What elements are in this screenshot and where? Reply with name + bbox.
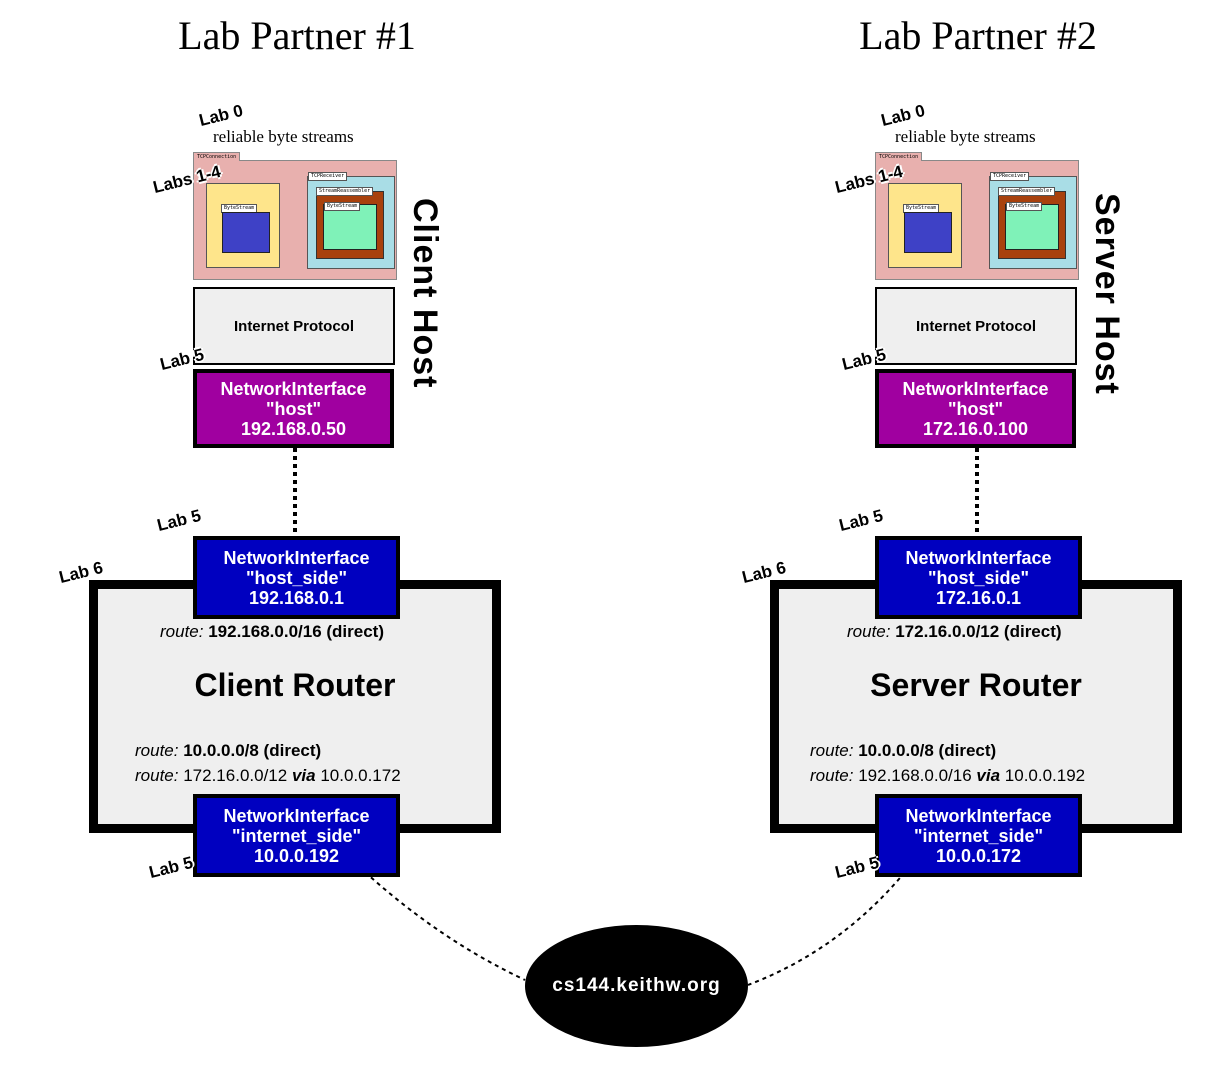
internet-server-node: cs144.keithw.org — [525, 925, 748, 1047]
tcp-receiver-label: TCPReceiver — [990, 172, 1030, 181]
route-gateway: 10.0.0.192 — [1004, 766, 1086, 785]
route-via-word: via — [291, 766, 316, 785]
route-value: 172.16.0.0/12 (direct) — [895, 622, 1062, 641]
tcp-connection-box: TCPConnection ByteStream TCPReceiver Str… — [875, 152, 1079, 280]
server-host-side-interface: NetworkInterface "host_side" 172.16.0.1 — [875, 536, 1082, 619]
stream-reassembler-label: StreamReassembler — [316, 187, 374, 196]
partner-2-title: Lab Partner #2 — [859, 13, 1097, 58]
stream-reassembler-box: StreamReassembler ByteStream — [998, 187, 1066, 259]
partner-1-title: Lab Partner #1 — [178, 13, 416, 58]
server-internet-link — [747, 871, 906, 986]
ni-title: NetworkInterface — [220, 378, 367, 399]
route-via-word: via — [976, 766, 1001, 785]
client-route-via: route: 172.16.0.0/12 via 10.0.0.172 — [135, 766, 401, 786]
ni-name: "host_side" — [245, 567, 348, 588]
internet-protocol-box: Internet Protocol — [875, 287, 1077, 365]
server-route-direct-host: route: 172.16.0.0/12 (direct) — [847, 622, 1062, 642]
tcp-receiver-label: TCPReceiver — [308, 172, 348, 181]
stack-subtitle: reliable byte streams — [895, 127, 1036, 146]
reassembler-bytestream-label: ByteStream — [324, 202, 361, 211]
route-label: route: — [135, 766, 179, 785]
ni-name: "internet_side" — [231, 825, 362, 846]
ni-title: NetworkInterface — [905, 805, 1052, 826]
stream-reassembler-label: StreamReassembler — [998, 187, 1056, 196]
route-label: route: — [160, 622, 204, 641]
server-host-label: Server Host — [1088, 193, 1126, 395]
tcp-receiver-box: TCPReceiver StreamReassembler ByteStream — [989, 172, 1077, 269]
stream-reassembler-box: StreamReassembler ByteStream — [316, 187, 384, 259]
reassembler-bytestream-square: ByteStream — [323, 202, 377, 250]
server-internet-side-interface: NetworkInterface "internet_side" 10.0.0.… — [875, 794, 1082, 877]
server-host-interface: NetworkInterface "host" 172.16.0.100 — [875, 369, 1076, 448]
server-route-direct-internet: route: 10.0.0.0/8 (direct) — [810, 741, 996, 761]
tcp-connection-box: TCPConnection ByteStream TCPReceiver Str… — [193, 152, 397, 280]
stack-subtitle: reliable byte streams — [213, 127, 354, 146]
bytestream-square — [904, 212, 952, 253]
internet-protocol-box: Internet Protocol — [193, 287, 395, 365]
route-value: 10.0.0.0/8 (direct) — [183, 741, 322, 760]
route-prefix: 192.168.0.0/16 — [858, 766, 972, 785]
ni-title: NetworkInterface — [223, 805, 370, 826]
client-host-label: Client Host — [406, 198, 444, 389]
reassembler-bytestream-square: ByteStream — [1005, 202, 1059, 250]
tcp-connection-tab: TCPConnection — [875, 152, 923, 161]
outbound-bytestream-box: ByteStream — [206, 183, 280, 268]
route-value: 10.0.0.0/8 (direct) — [858, 741, 997, 760]
ni-ip: 172.16.0.1 — [935, 587, 1022, 608]
ni-ip: 192.168.0.1 — [248, 587, 345, 608]
ni-ip: 10.0.0.172 — [935, 845, 1022, 866]
route-label: route: — [135, 741, 179, 760]
route-label: route: — [847, 622, 891, 641]
route-label: route: — [810, 766, 854, 785]
bytestream-square — [222, 212, 270, 253]
route-prefix: 172.16.0.0/12 — [183, 766, 288, 785]
route-value: 192.168.0.0/16 (direct) — [208, 622, 384, 641]
ni-ip: 10.0.0.192 — [253, 845, 340, 866]
route-gateway: 10.0.0.172 — [320, 766, 401, 785]
client-host-side-interface: NetworkInterface "host_side" 192.168.0.1 — [193, 536, 400, 619]
client-internet-side-interface: NetworkInterface "internet_side" 10.0.0.… — [193, 794, 400, 877]
client-host-interface: NetworkInterface "host" 192.168.0.50 — [193, 369, 394, 448]
client-internet-link — [364, 871, 526, 981]
reassembler-bytestream-label: ByteStream — [1006, 202, 1043, 211]
client-route-direct-internet: route: 10.0.0.0/8 (direct) — [135, 741, 321, 761]
client-route-direct-host: route: 192.168.0.0/16 (direct) — [160, 622, 384, 642]
server-route-via: route: 192.168.0.0/16 via 10.0.0.192 — [810, 766, 1085, 786]
ni-title: NetworkInterface — [905, 547, 1052, 568]
ni-ip: 172.16.0.100 — [922, 418, 1029, 439]
ni-name: "internet_side" — [913, 825, 1044, 846]
ni-name: "host" — [947, 398, 1004, 419]
ni-name: "host_side" — [927, 567, 1030, 588]
server-router-title: Server Router — [870, 667, 1082, 703]
outbound-bytestream-box: ByteStream — [888, 183, 962, 268]
ni-title: NetworkInterface — [223, 547, 370, 568]
route-label: route: — [810, 741, 854, 760]
ni-name: "host" — [265, 398, 322, 419]
ni-ip: 192.168.0.50 — [240, 418, 347, 439]
client-router-box — [89, 580, 501, 833]
ni-title: NetworkInterface — [902, 378, 1049, 399]
tcp-receiver-box: TCPReceiver StreamReassembler ByteStream — [307, 172, 395, 269]
client-router-title: Client Router — [194, 667, 396, 703]
tcp-connection-tab: TCPConnection — [193, 152, 241, 161]
